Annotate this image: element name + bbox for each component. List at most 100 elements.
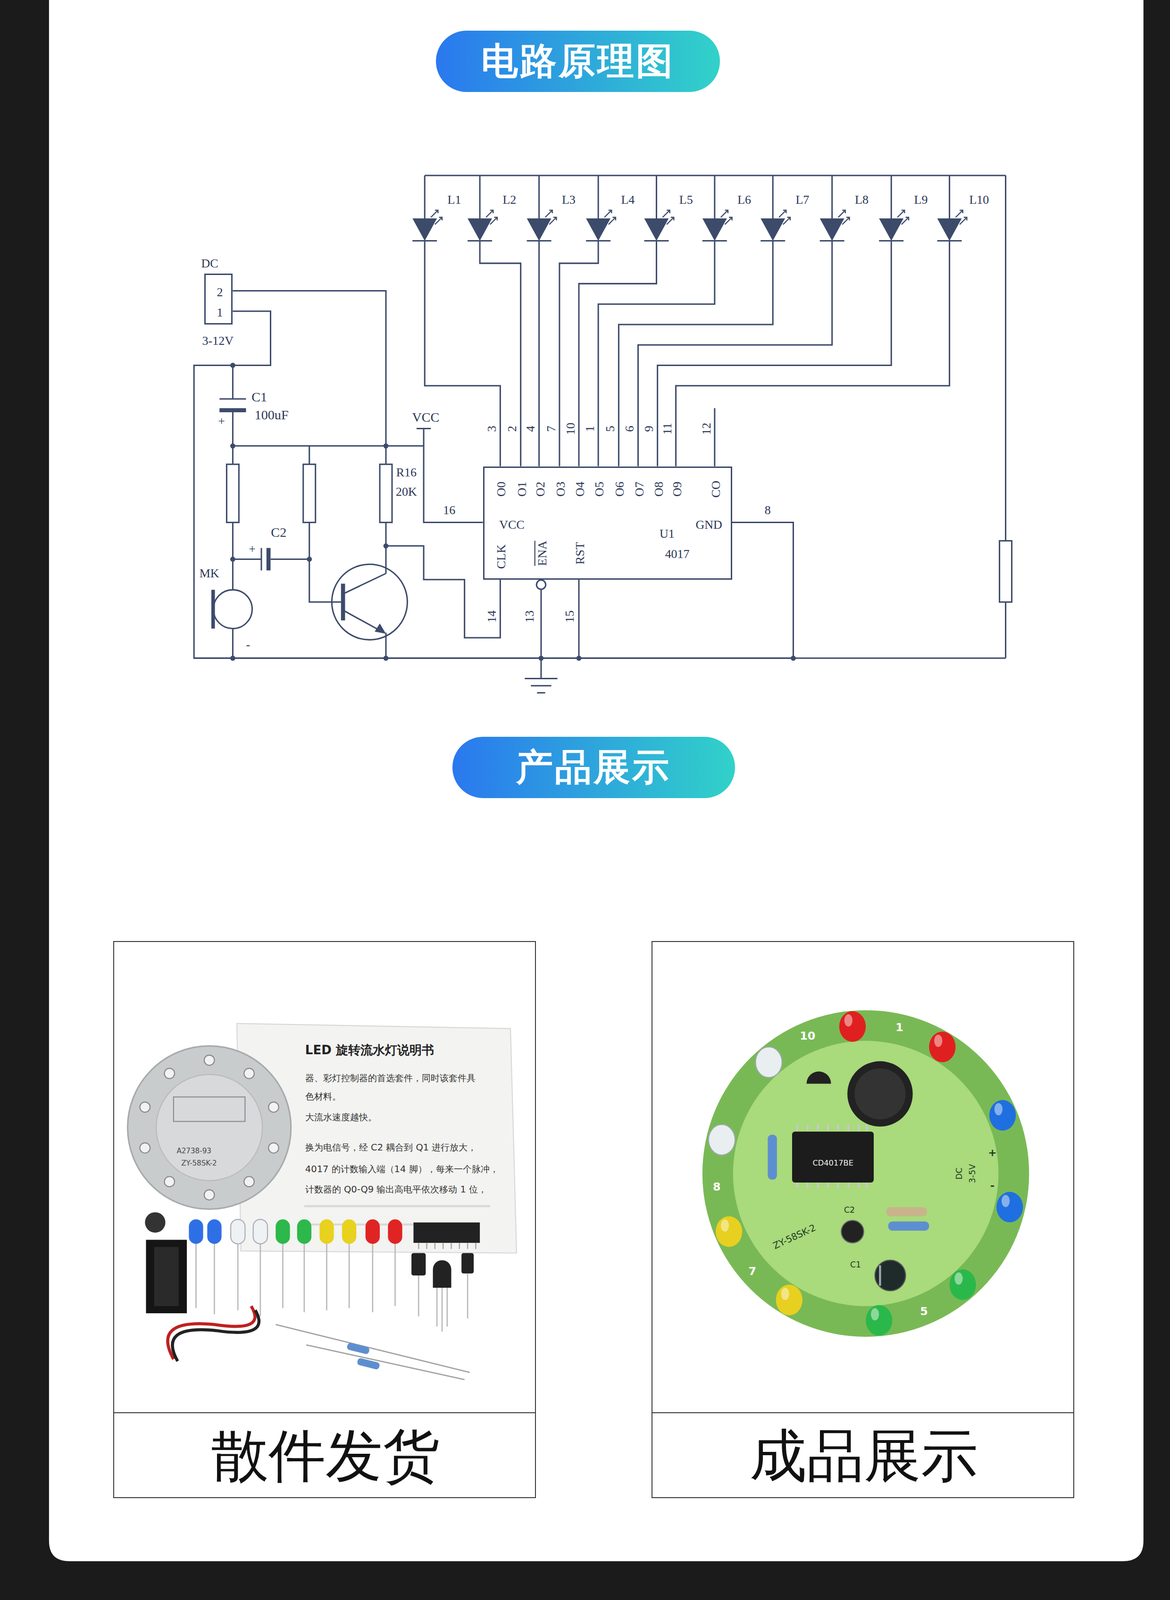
finished-photo	[841, 1220, 864, 1244]
photo-marking: 10	[799, 1029, 816, 1043]
section-header: 产品展示	[452, 736, 736, 799]
part-label: 100uF	[254, 408, 289, 423]
page-card	[49, 0, 1144, 1562]
led-row	[585, 175, 616, 241]
schematic-wire	[331, 564, 408, 640]
schematic-symbol	[219, 408, 246, 413]
schematic-symbol	[211, 362, 796, 661]
photo-marking: 7	[748, 1265, 757, 1278]
pin-name: CLK	[494, 544, 509, 569]
kit-photo	[418, 1243, 476, 1250]
part-label: L1	[447, 193, 462, 208]
schematic-symbol	[341, 583, 346, 621]
finished-photo	[720, 1219, 729, 1232]
kit-photo	[413, 1222, 480, 1244]
led-row	[412, 175, 443, 241]
kit-photo	[411, 1253, 426, 1276]
kit-photo	[461, 1253, 474, 1274]
instruction-sheet: LED 旋转流水灯说明书器、彩灯控制器的首选套件，同时该套件具色材料。大流水速度…	[297, 1033, 517, 1208]
schematic-wire	[638, 241, 833, 467]
pin-name: CO	[709, 480, 724, 498]
kit-photo	[297, 1219, 312, 1245]
schematic-wire	[342, 573, 386, 659]
pin-number: 8	[764, 503, 771, 518]
led-row	[819, 175, 850, 241]
finished-photo	[875, 1260, 906, 1292]
kit-photo	[319, 1219, 334, 1245]
pin-number: 12	[699, 422, 714, 435]
schematic-wire	[713, 408, 716, 467]
pin-number: 9	[642, 425, 657, 432]
circuit-wire	[193, 311, 794, 659]
kit-photo	[144, 1212, 166, 1233]
finished-photo	[844, 1014, 853, 1027]
led-row	[760, 175, 791, 241]
schematic-wire	[479, 241, 521, 467]
part-label: L3	[561, 193, 576, 208]
photo-marking: +	[987, 1147, 997, 1160]
pin-name: U1	[659, 527, 675, 542]
section-header: 电路原理图	[435, 30, 720, 92]
schematic-wire	[384, 445, 387, 574]
part-label: L10	[969, 193, 989, 208]
sheet-text: 4017 的计数输入端（14 脚），每来一个脉冲，	[305, 1164, 499, 1175]
kit-photo	[275, 1219, 290, 1245]
pin-name: O1	[515, 481, 529, 497]
kit-photo	[418, 1273, 468, 1332]
photo-caption: 散件发货	[211, 1424, 440, 1488]
sheet-text: 器、彩灯控制器的首选套件，同时该套件具	[305, 1073, 476, 1084]
schematic-symbol	[230, 556, 236, 562]
kit-photo	[164, 1176, 175, 1187]
schematic-wire	[538, 241, 540, 467]
led-row	[702, 175, 733, 241]
part-label: 20K	[395, 484, 418, 499]
schematic-symbol	[230, 443, 236, 449]
schematic-wire	[578, 579, 580, 659]
pin-name: O5	[593, 481, 607, 497]
led-row	[644, 175, 675, 241]
led-row	[412, 175, 967, 241]
schematic-wire	[219, 365, 246, 446]
sheet-text: 换为电信号，经 C2 耦合到 Q1 进行放大，	[305, 1143, 477, 1154]
kit-photo	[356, 1357, 381, 1371]
pin-number: 7	[544, 425, 559, 432]
kit-photo	[433, 1260, 452, 1288]
sheet-text: 大流水速度越快。	[305, 1112, 377, 1123]
finished-photo	[934, 1035, 943, 1048]
schematic-symbol	[374, 623, 386, 635]
part-label: L9	[914, 193, 928, 208]
finished-photo	[806, 1071, 832, 1084]
pin-name: O3	[554, 481, 569, 497]
part-label: L4	[620, 193, 635, 208]
schematic-symbol	[383, 543, 389, 549]
finished-photo	[847, 1061, 913, 1127]
finished-photo	[854, 1068, 906, 1120]
pin-name: O2	[533, 481, 548, 497]
schematic-wire	[226, 464, 239, 523]
kit-photo	[195, 1244, 395, 1317]
photo-marking: 1	[895, 1021, 904, 1034]
pin-number: 2	[505, 425, 520, 432]
connector-text: 1	[217, 306, 224, 320]
photo-marking: C1	[850, 1261, 861, 1271]
finished-photo	[865, 1305, 893, 1337]
kit-photo	[230, 1219, 245, 1245]
led-row	[878, 175, 909, 241]
photo-marking: ZY-58SK-2	[181, 1159, 218, 1168]
pin-number: 10	[563, 422, 578, 435]
schematic-wire	[578, 241, 657, 467]
part-label: R16	[396, 465, 417, 480]
pin-name: O7	[632, 481, 647, 497]
pin-number: 1	[583, 425, 598, 432]
photo-frame: 散件发货 LED 旋转流水灯说明书器、彩灯控制器的首选套件，同时该套件具色材料。大…	[113, 941, 536, 1499]
kit-photo	[243, 1176, 255, 1187]
sheet-text: 色材料。	[305, 1092, 342, 1103]
pin-name: O6	[613, 481, 627, 497]
part-label: L5	[679, 193, 694, 208]
caption-divider	[652, 1412, 1074, 1414]
photo-marking: 5	[919, 1305, 928, 1318]
part-label: L8	[854, 193, 869, 208]
